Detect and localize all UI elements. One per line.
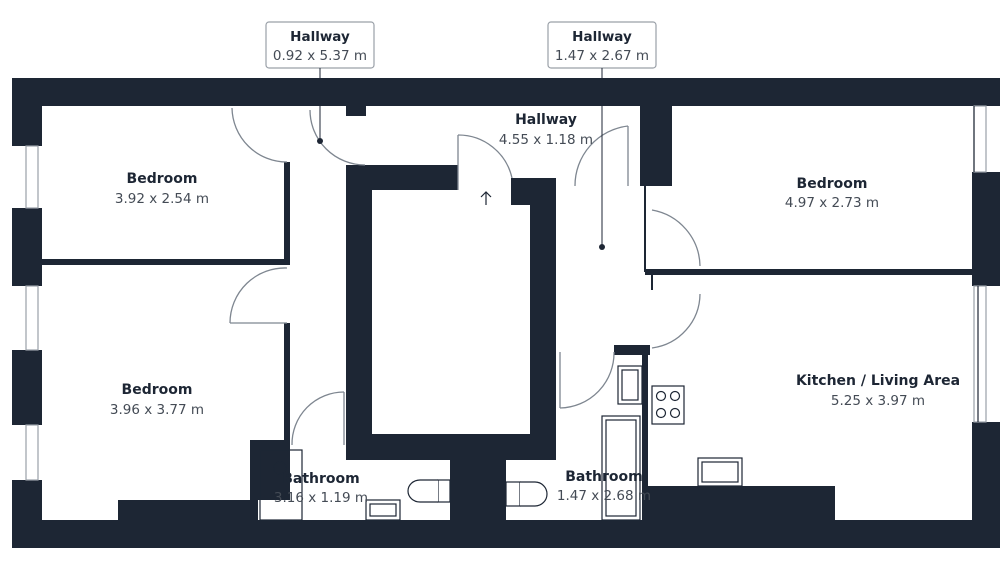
room-dimensions: 3.16 x 1.19 m xyxy=(274,490,368,506)
entrance-arrow-icon xyxy=(480,191,492,205)
room-bathroom-2: Bathroom 1.47 x 2.68 m xyxy=(557,469,651,504)
interior-thin-lines xyxy=(511,178,653,290)
room-dimensions: 3.96 x 3.77 m xyxy=(110,402,204,418)
room-name: Hallway xyxy=(515,112,577,128)
room-bedroom-1: Bedroom 3.92 x 2.54 m xyxy=(115,171,209,207)
room-kitchen-living: Kitchen / Living Area 5.25 x 3.97 m xyxy=(796,373,960,409)
callout-dimensions: 0.92 x 5.37 m xyxy=(273,48,367,64)
room-bedroom-3: Bedroom 4.97 x 2.73 m xyxy=(785,176,879,211)
room-bathroom-1: Bathroom 3.16 x 1.19 m xyxy=(274,471,368,506)
room-name: Bedroom xyxy=(797,176,868,192)
room-name: Bathroom xyxy=(565,469,643,485)
room-hallway-top: Hallway 4.55 x 1.18 m xyxy=(499,112,593,148)
room-name: Bedroom xyxy=(122,382,193,398)
doors xyxy=(229,107,701,446)
fixtures xyxy=(259,365,743,521)
room-dimensions: 5.25 x 3.97 m xyxy=(831,393,925,409)
windows xyxy=(25,105,987,481)
room-name: Bedroom xyxy=(127,171,198,187)
room-dimensions: 3.92 x 2.54 m xyxy=(115,191,209,207)
callout-name: Hallway xyxy=(572,29,632,45)
room-dimensions: 4.55 x 1.18 m xyxy=(499,132,593,148)
callout-dimensions: 1.47 x 2.67 m xyxy=(555,48,649,64)
walls xyxy=(12,78,1000,548)
room-name: Kitchen / Living Area xyxy=(796,373,960,389)
interior-walls xyxy=(40,162,972,520)
room-name: Bathroom xyxy=(282,471,360,487)
room-dimensions: 4.97 x 2.73 m xyxy=(785,195,879,211)
callout-name: Hallway xyxy=(290,29,350,45)
room-dimensions: 1.47 x 2.68 m xyxy=(557,488,651,504)
callout-hallway-right: Hallway 1.47 x 2.67 m xyxy=(547,21,657,250)
callout-hallway-left: Hallway 0.92 x 5.37 m xyxy=(265,21,375,144)
room-bedroom-2: Bedroom 3.96 x 3.77 m xyxy=(110,382,204,418)
